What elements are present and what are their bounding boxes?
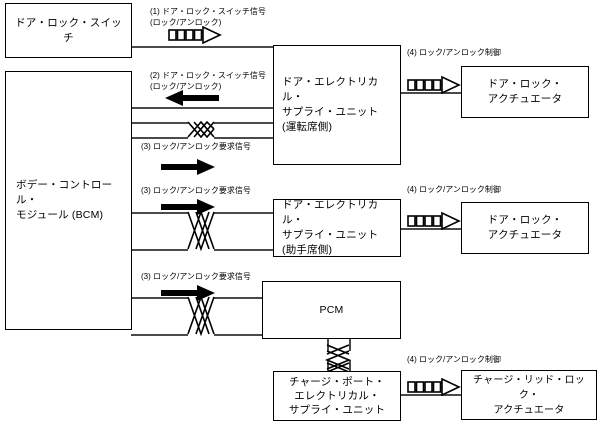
arrow-solid-signal-2 bbox=[165, 90, 219, 106]
arrow-segmented-signal-4c bbox=[407, 378, 461, 396]
node-charge-lid-lock-actuator-label: チャージ・リッド・ロック・ アクチュエータ bbox=[473, 374, 585, 416]
signal-label-4a: (4) ロック/アンロック制御 bbox=[407, 48, 501, 57]
node-door-lock-actuator-passenger-label: ドア・ロック・ アクチュエータ bbox=[487, 214, 563, 241]
wire-twist-pcm-vert-rail-left-top bbox=[327, 339, 329, 351]
wire-twist-driver-rail-top-right bbox=[214, 122, 273, 124]
node-pcm-label: PCM bbox=[319, 303, 344, 316]
signal-label-3a: (3) ロック/アンロック要求信号 bbox=[141, 142, 251, 151]
wire-twist-pcm-rail-top-left bbox=[131, 297, 188, 299]
wire-twist-passenger-rail-bot-right bbox=[214, 249, 273, 251]
node-desu-driver[interactable]: ドア・エレクトリカル・ サプライ・ユニット (運転席側) bbox=[273, 45, 401, 165]
signal-label-2: (2) ドア・ロック・スイッチ信号 (ロック/アンロック) bbox=[150, 71, 266, 91]
wire-twist-passenger-rail-top-left bbox=[131, 212, 188, 214]
wire-twist-passenger-rail-bot-left bbox=[131, 249, 188, 251]
wire-chargeport-to-actuator bbox=[401, 394, 461, 396]
signal-label-4b: (4) ロック/アンロック制御 bbox=[407, 185, 501, 194]
wire-twist-driver-rail-bot-right bbox=[214, 137, 273, 139]
arrow-solid-signal-3b bbox=[161, 199, 215, 215]
signal-label-3c: (3) ロック/アンロック要求信号 bbox=[141, 272, 251, 281]
wire-twist-pcm-vert-rail-left-bot bbox=[327, 360, 329, 371]
arrow-solid-signal-3c bbox=[161, 285, 215, 301]
node-bcm[interactable]: ボデー・コントロール・ モジュール (BCM) bbox=[5, 71, 132, 330]
signal-label-1: (1) ドア・ロック・スイッチ信号 (ロック/アンロック) bbox=[150, 7, 266, 27]
node-desu-passenger-label: ドア・エレクトリカル・ サプライ・ユニット (助手席側) bbox=[282, 199, 379, 256]
wire-desu-passenger-to-actuator bbox=[401, 228, 461, 230]
arrow-segmented-signal-4a bbox=[407, 76, 461, 94]
node-door-lock-actuator-driver[interactable]: ドア・ロック・ アクチュエータ bbox=[461, 66, 589, 118]
signal-label-3b: (3) ロック/アンロック要求信号 bbox=[141, 186, 251, 195]
node-desu-passenger[interactable]: ドア・エレクトリカル・ サプライ・ユニット (助手席側) bbox=[273, 199, 401, 257]
wire-twist-pcm-rail-bot-right bbox=[214, 334, 273, 336]
node-pcm[interactable]: PCM bbox=[262, 281, 401, 339]
node-charge-port-esu[interactable]: チャージ・ポート・ エレクトリカル・ サプライ・ユニット bbox=[273, 371, 401, 421]
node-door-lock-actuator-passenger[interactable]: ドア・ロック・ アクチュエータ bbox=[461, 202, 589, 254]
node-charge-lid-lock-actuator[interactable]: チャージ・リッド・ロック・ アクチュエータ bbox=[461, 370, 597, 420]
wire-desu-driver-to-actuator bbox=[401, 92, 461, 94]
signal-label-4c: (4) ロック/アンロック制御 bbox=[407, 355, 501, 364]
node-bcm-label: ボデー・コントロール・ モジュール (BCM) bbox=[16, 179, 113, 221]
wire-twist-passenger-rail-top-right bbox=[214, 212, 273, 214]
node-desu-driver-label: ドア・エレクトリカル・ サプライ・ユニット (運転席側) bbox=[282, 76, 379, 133]
node-charge-port-esu-label: チャージ・ポート・ エレクトリカル・ サプライ・ユニット bbox=[288, 376, 386, 416]
wire-twist-pcm-vert-rail-right-bot bbox=[349, 360, 351, 371]
node-door-lock-switch-label: ドア・ロック・スイッチ bbox=[15, 16, 122, 44]
node-door-lock-actuator-driver-label: ドア・ロック・ アクチュエータ bbox=[487, 78, 563, 105]
arrow-segmented-signal-1 bbox=[168, 26, 222, 44]
wire-bcm-to-desu-driver-upper bbox=[131, 107, 273, 109]
node-door-lock-switch[interactable]: ドア・ロック・スイッチ bbox=[5, 3, 132, 58]
arrow-segmented-signal-4b bbox=[407, 212, 461, 230]
wire-twist-pcm-rail-bot-left bbox=[131, 334, 188, 336]
arrow-solid-signal-3a bbox=[161, 159, 215, 175]
wire-twist-driver-rail-top-left bbox=[131, 122, 188, 124]
wire-twist-pcm-rail-top-right bbox=[214, 297, 273, 299]
wire-switch-to-desu-driver bbox=[131, 46, 273, 48]
wire-twist-pcm-vert-rail-right-top bbox=[349, 339, 351, 351]
wire-twist-driver-rail-bot-left bbox=[131, 137, 188, 139]
